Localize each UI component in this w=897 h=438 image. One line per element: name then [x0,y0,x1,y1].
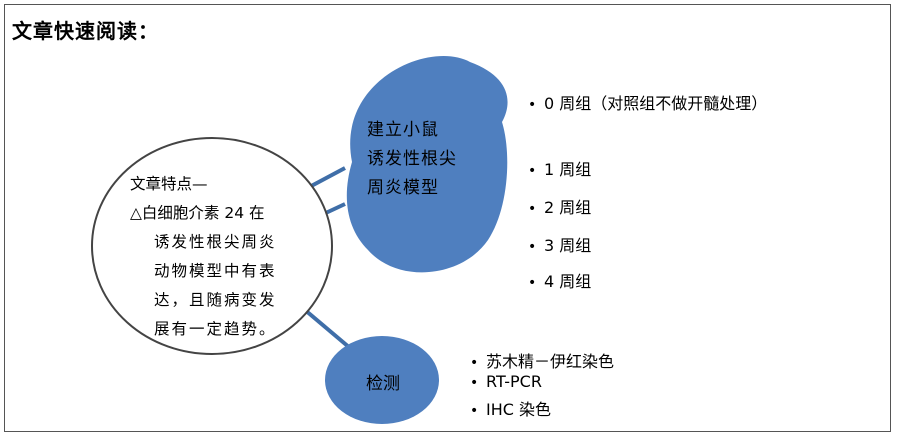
group-item: • 2 周组 [528,194,591,218]
bullet-icon: • [470,375,479,391]
bullet-icon: • [528,97,537,113]
feature-oval [91,137,333,355]
bullet-icon: • [470,403,479,419]
group-label: 2 周组 [544,198,592,217]
bullet-icon: • [528,239,537,255]
group-label: 0 周组（对照组不做开髓处理） [544,94,768,113]
bullet-icon: • [470,355,479,371]
bullet-icon: • [528,275,537,291]
detection-method: • IHC 染色 [470,396,551,420]
detection-label: 检测 [366,374,400,394]
group-item: • 0 周组（对照组不做开髓处理） [528,90,767,114]
model-node [346,56,508,273]
connector-detection [303,308,352,350]
method-label: RT-PCR [486,372,542,391]
model-line-3: 周炎模型 [367,178,439,198]
model-line-2: 诱发性根尖 [367,149,457,169]
detection-method: • 苏木精－伊红染色 [470,348,614,372]
feature-line-5: 展有一定趋势。 [154,320,277,338]
bullet-icon: • [528,201,537,217]
feature-heading: 文章特点— [130,175,208,193]
bullet-icon: • [528,163,537,179]
diagram-frame [4,4,891,432]
feature-text: 文章特点— △白细胞介素 24 在 诱发性根尖周炎 动物模型中有表 达，且随病变… [130,170,315,344]
detection-node [325,336,439,424]
page-title: 文章快速阅读： [12,19,159,43]
group-label: 1 周组 [544,160,592,179]
feature-line-1: △白细胞介素 24 在 [130,204,265,222]
detection-method: • RT-PCR [470,372,542,391]
model-line-1: 建立小鼠 [367,120,439,140]
group-label: 3 周组 [544,236,592,255]
group-item: • 1 周组 [528,156,591,180]
group-item: • 3 周组 [528,232,591,256]
model-label: 建立小鼠 诱发性根尖 周炎模型 [367,116,457,203]
feature-line-4: 达，且随病变发 [154,291,277,309]
method-label: IHC 染色 [486,400,552,419]
feature-line-3: 动物模型中有表 [154,262,277,280]
method-label: 苏木精－伊红染色 [486,352,615,371]
feature-line-2: 诱发性根尖周炎 [154,233,277,251]
group-label: 4 周组 [544,272,592,291]
group-item: • 4 周组 [528,268,591,292]
